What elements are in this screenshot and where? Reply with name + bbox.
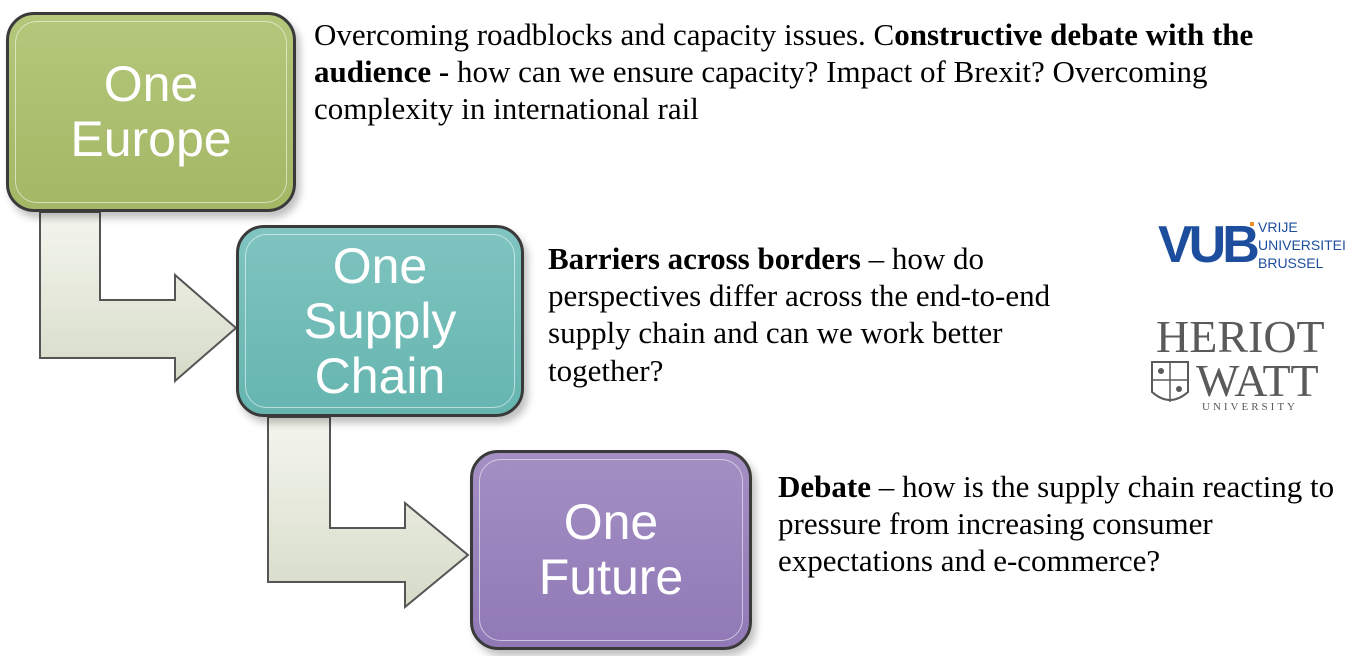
desc-bold: Debate: [778, 469, 871, 504]
one-supply-chain-description: Barriers across borders – how do perspec…: [548, 240, 1088, 389]
desc-rest: how can we ensure capacity? Impact of Br…: [314, 54, 1208, 127]
heriot-watt-logo: HERIOT WATT UNIVERSITY: [1140, 310, 1350, 420]
one-future-description: Debate – how is the supply chain reactin…: [778, 468, 1358, 580]
box-title-line2: Europe: [70, 111, 232, 167]
vub-line1: VRIJE: [1258, 219, 1298, 235]
crest-icon: [1151, 361, 1189, 402]
hw-line1: HERIOT: [1156, 311, 1325, 362]
one-future-box: One Future: [470, 450, 752, 650]
desc-bold: onstructive debate with the audience -: [314, 17, 1254, 90]
box-title-line2: Supply: [303, 292, 457, 349]
box-title-line3: Chain: [314, 347, 446, 404]
vub-logo: VUB VRIJE UNIVERSITEI BRUSSEL: [1158, 210, 1358, 285]
box-title-line1: One: [563, 494, 659, 550]
hw-line3: UNIVERSITY: [1202, 401, 1298, 413]
desc-rest: – how do perspectives differ across the …: [548, 241, 1051, 388]
vub-line3: BRUSSEL: [1258, 255, 1324, 271]
vub-mark: VUB: [1158, 216, 1258, 274]
desc-rest: – how is the supply chain reacting to pr…: [778, 469, 1335, 579]
vub-line2: UNIVERSITEI: [1258, 237, 1346, 253]
one-supply-chain-box: One Supply Chain: [236, 225, 524, 417]
box-title-line1: One: [103, 56, 199, 112]
vub-logo-icon: VUB VRIJE UNIVERSITEI BRUSSEL: [1158, 216, 1346, 274]
hw-line2: WATT: [1196, 355, 1319, 406]
heriot-watt-logo-icon: HERIOT WATT UNIVERSITY: [1151, 311, 1325, 413]
desc-normal: Overcoming roadblocks and capacity issue…: [314, 17, 895, 52]
desc-bold: Barriers across borders: [548, 241, 861, 276]
one-europe-box: One Europe: [6, 12, 296, 212]
box-title-line2: Future: [538, 549, 684, 605]
box-title-line1: One: [332, 237, 428, 294]
one-europe-description: Overcoming roadblocks and capacity issue…: [314, 16, 1354, 128]
